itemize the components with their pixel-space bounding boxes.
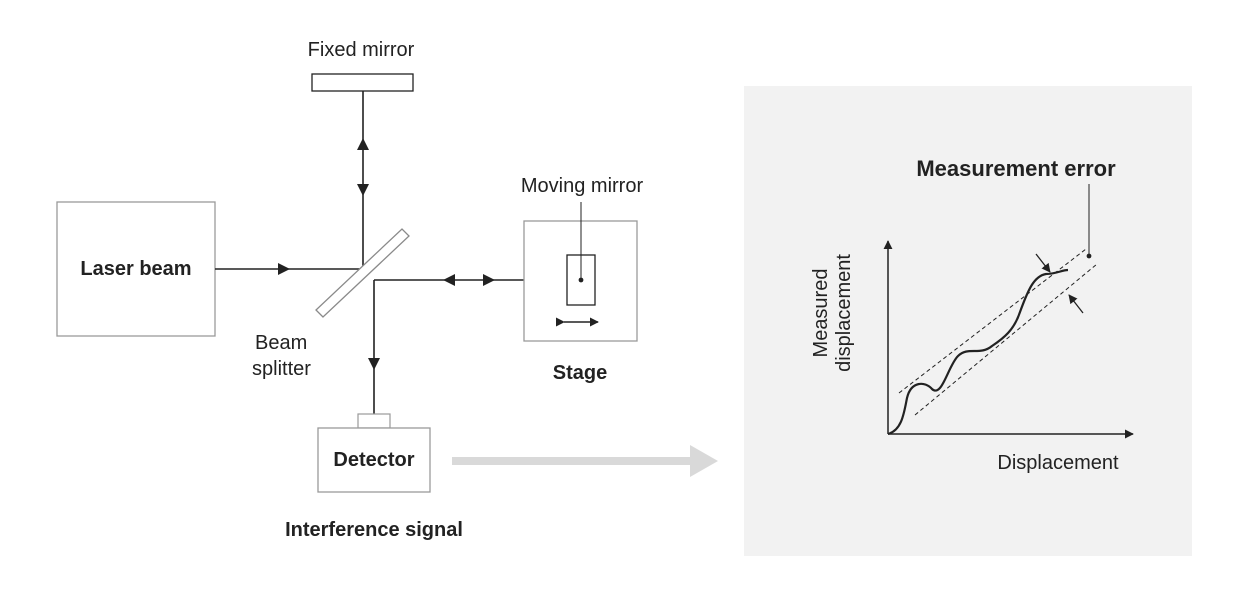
detector-window bbox=[357, 413, 391, 429]
measured-curve bbox=[887, 268, 1069, 436]
graph-x-label: Displacement bbox=[997, 452, 1119, 474]
measurement-error-title: Measurement error bbox=[916, 156, 1116, 181]
stage-beam-arrow-left bbox=[443, 274, 455, 286]
error-band-lower bbox=[914, 263, 1098, 416]
interference-signal-label: Interference signal bbox=[285, 519, 463, 541]
fixed-mirror-beam-arrow-down bbox=[357, 184, 369, 196]
detector-beam-arrow bbox=[368, 358, 380, 370]
beam-splitter-label: Beam splitter bbox=[252, 330, 311, 382]
detector-label: Detector bbox=[333, 448, 415, 471]
beam-splitter bbox=[315, 228, 410, 318]
graph-y-label-line1: Measured bbox=[810, 268, 832, 358]
stage-beam-arrow-right bbox=[483, 274, 495, 286]
detector-box bbox=[317, 427, 431, 493]
stage-label: Stage bbox=[552, 362, 608, 384]
graph-y-label-line2: displacement bbox=[833, 254, 855, 372]
laser-beam-arrow bbox=[278, 263, 290, 275]
beam-splitter-label-line1: Beam bbox=[255, 332, 308, 354]
graph-panel bbox=[744, 86, 1192, 556]
moving-mirror-label: Moving mirror bbox=[520, 175, 644, 197]
measurement-error-dot bbox=[1086, 253, 1092, 259]
fixed-mirror-beam-arrow-up bbox=[357, 138, 369, 150]
flow-arrow-head bbox=[690, 445, 718, 477]
laser-beam-label: Laser beam bbox=[80, 257, 192, 280]
fixed-mirror bbox=[311, 73, 414, 92]
error-arrow-top bbox=[1035, 253, 1051, 273]
graph-y-label: Measured displacement bbox=[810, 238, 856, 388]
beam-splitter-label-line2: splitter bbox=[252, 358, 311, 380]
error-arrow-bottom bbox=[1068, 294, 1084, 314]
fixed-mirror-label: Fixed mirror bbox=[307, 39, 415, 61]
